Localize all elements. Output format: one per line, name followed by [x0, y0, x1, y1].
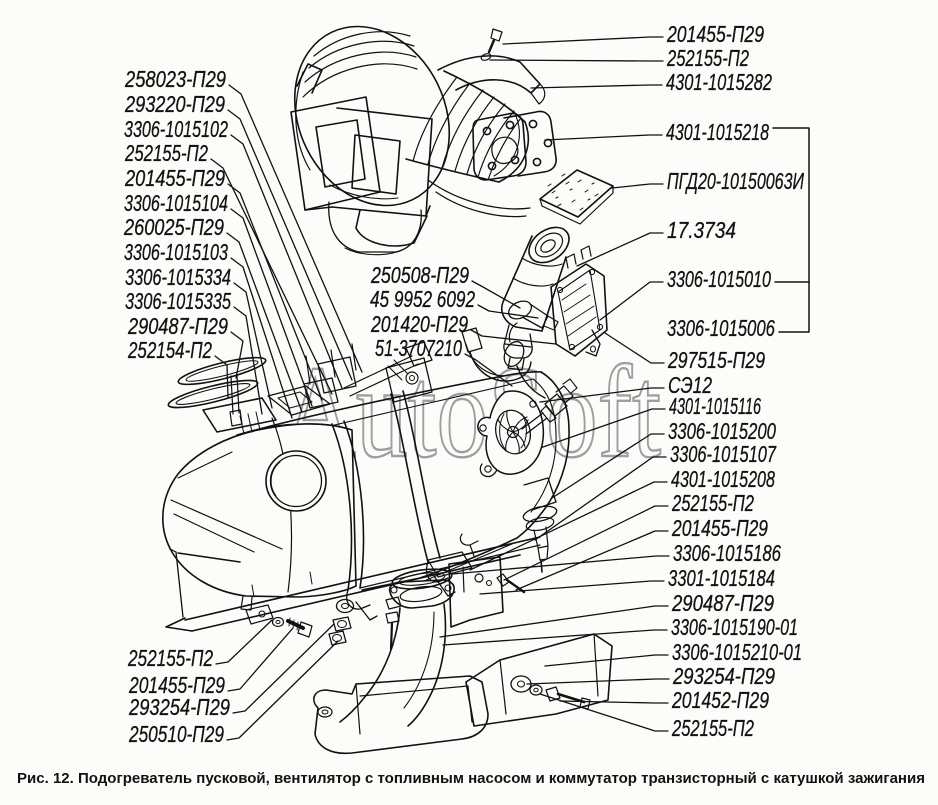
svg-text:290487-П29: 290487-П29: [671, 590, 774, 616]
svg-text:252154-П2: 252154-П2: [127, 337, 212, 363]
svg-text:3306-1015186: 3306-1015186: [673, 540, 781, 566]
svg-text:260025-П29: 260025-П29: [123, 214, 224, 240]
svg-text:201452-П29: 201452-П29: [671, 687, 769, 713]
svg-text:293220-П29: 293220-П29: [124, 91, 225, 117]
svg-text:4301-1015116: 4301-1015116: [669, 393, 761, 419]
svg-text:3306-1015010: 3306-1015010: [667, 266, 771, 292]
svg-text:3306-1015104: 3306-1015104: [124, 190, 228, 216]
svg-text:252155-П2: 252155-П2: [127, 645, 213, 671]
svg-text:Рис. 12. Подогреватель пусково: Рис. 12. Подогреватель пусковой, вентиля…: [17, 770, 925, 787]
svg-text:3306-1015200: 3306-1015200: [668, 418, 776, 444]
svg-text:17.3734: 17.3734: [667, 217, 736, 243]
svg-text:4301-1015208: 4301-1015208: [671, 466, 775, 492]
svg-text:3306-1015190-01: 3306-1015190-01: [671, 614, 798, 640]
svg-text:ПГД20-10150063И: ПГД20-10150063И: [667, 168, 804, 194]
svg-text:252155-П2: 252155-П2: [666, 45, 749, 71]
svg-text:45 9952 6092: 45 9952 6092: [370, 286, 475, 312]
svg-text:293254-П29: 293254-П29: [672, 663, 775, 689]
svg-text:3306-1015210-01: 3306-1015210-01: [672, 639, 802, 665]
svg-text:3301-1015184: 3301-1015184: [668, 565, 775, 591]
svg-text:3306-1015103: 3306-1015103: [124, 239, 228, 265]
svg-text:3306-1015006: 3306-1015006: [667, 315, 775, 341]
svg-text:СЭ12: СЭ12: [668, 372, 712, 398]
svg-text:201455-П29: 201455-П29: [124, 165, 225, 191]
svg-text:201455-П29: 201455-П29: [671, 515, 768, 541]
svg-text:293254-П29: 293254-П29: [128, 694, 230, 720]
svg-text:4301-1015282: 4301-1015282: [666, 69, 772, 95]
svg-text:201420-П29: 201420-П29: [370, 311, 468, 337]
svg-text:201455-П29: 201455-П29: [666, 21, 764, 47]
svg-text:3306-1015334: 3306-1015334: [125, 264, 231, 290]
svg-text:250508-П29: 250508-П29: [370, 262, 469, 288]
svg-text:297515-П29: 297515-П29: [667, 347, 765, 373]
svg-text:258023-П29: 258023-П29: [124, 66, 226, 92]
svg-text:3306-1015335: 3306-1015335: [125, 288, 231, 314]
svg-text:290487-П29: 290487-П29: [127, 313, 228, 339]
svg-text:4301-1015218: 4301-1015218: [666, 119, 769, 145]
svg-text:250510-П29: 250510-П29: [128, 721, 224, 747]
svg-text:252155-П2: 252155-П2: [671, 490, 754, 516]
svg-text:201455-П29: 201455-П29: [128, 672, 225, 698]
svg-text:3306-1015107: 3306-1015107: [670, 441, 777, 467]
svg-text:51-3707210: 51-3707210: [375, 335, 462, 361]
svg-text:252155-П2: 252155-П2: [671, 715, 754, 741]
svg-text:3306-1015102: 3306-1015102: [124, 116, 228, 142]
svg-text:252155-П2: 252155-П2: [124, 140, 208, 166]
